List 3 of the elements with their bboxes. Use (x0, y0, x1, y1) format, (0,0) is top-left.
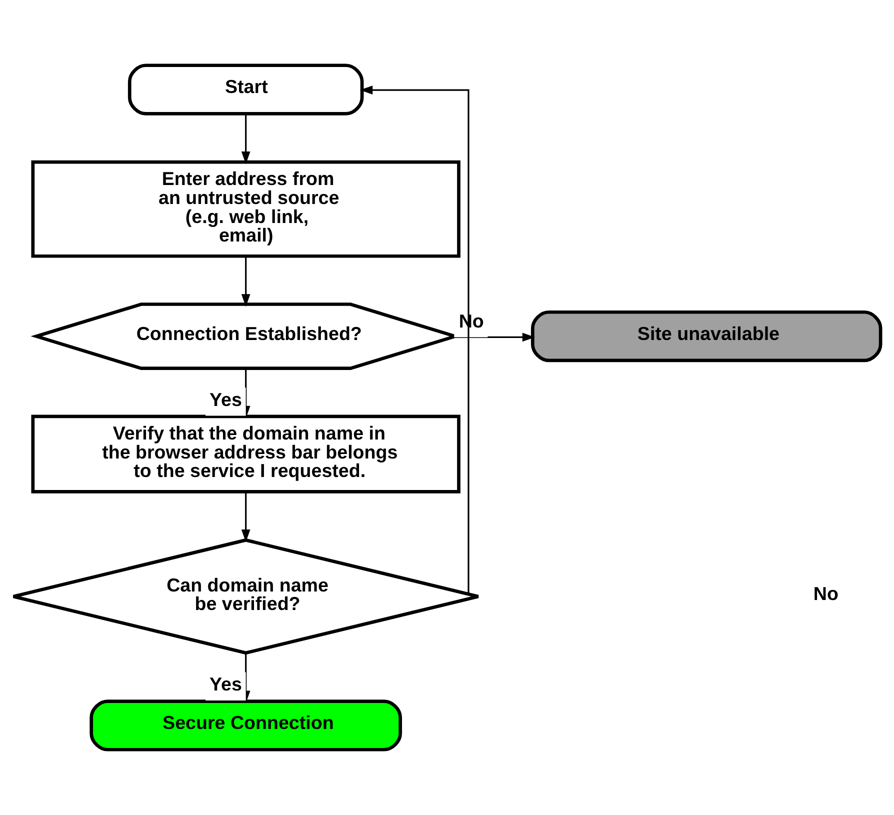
label: No (813, 583, 838, 604)
edge-label: Yes (210, 388, 242, 410)
edge-label: Yes (210, 674, 242, 695)
